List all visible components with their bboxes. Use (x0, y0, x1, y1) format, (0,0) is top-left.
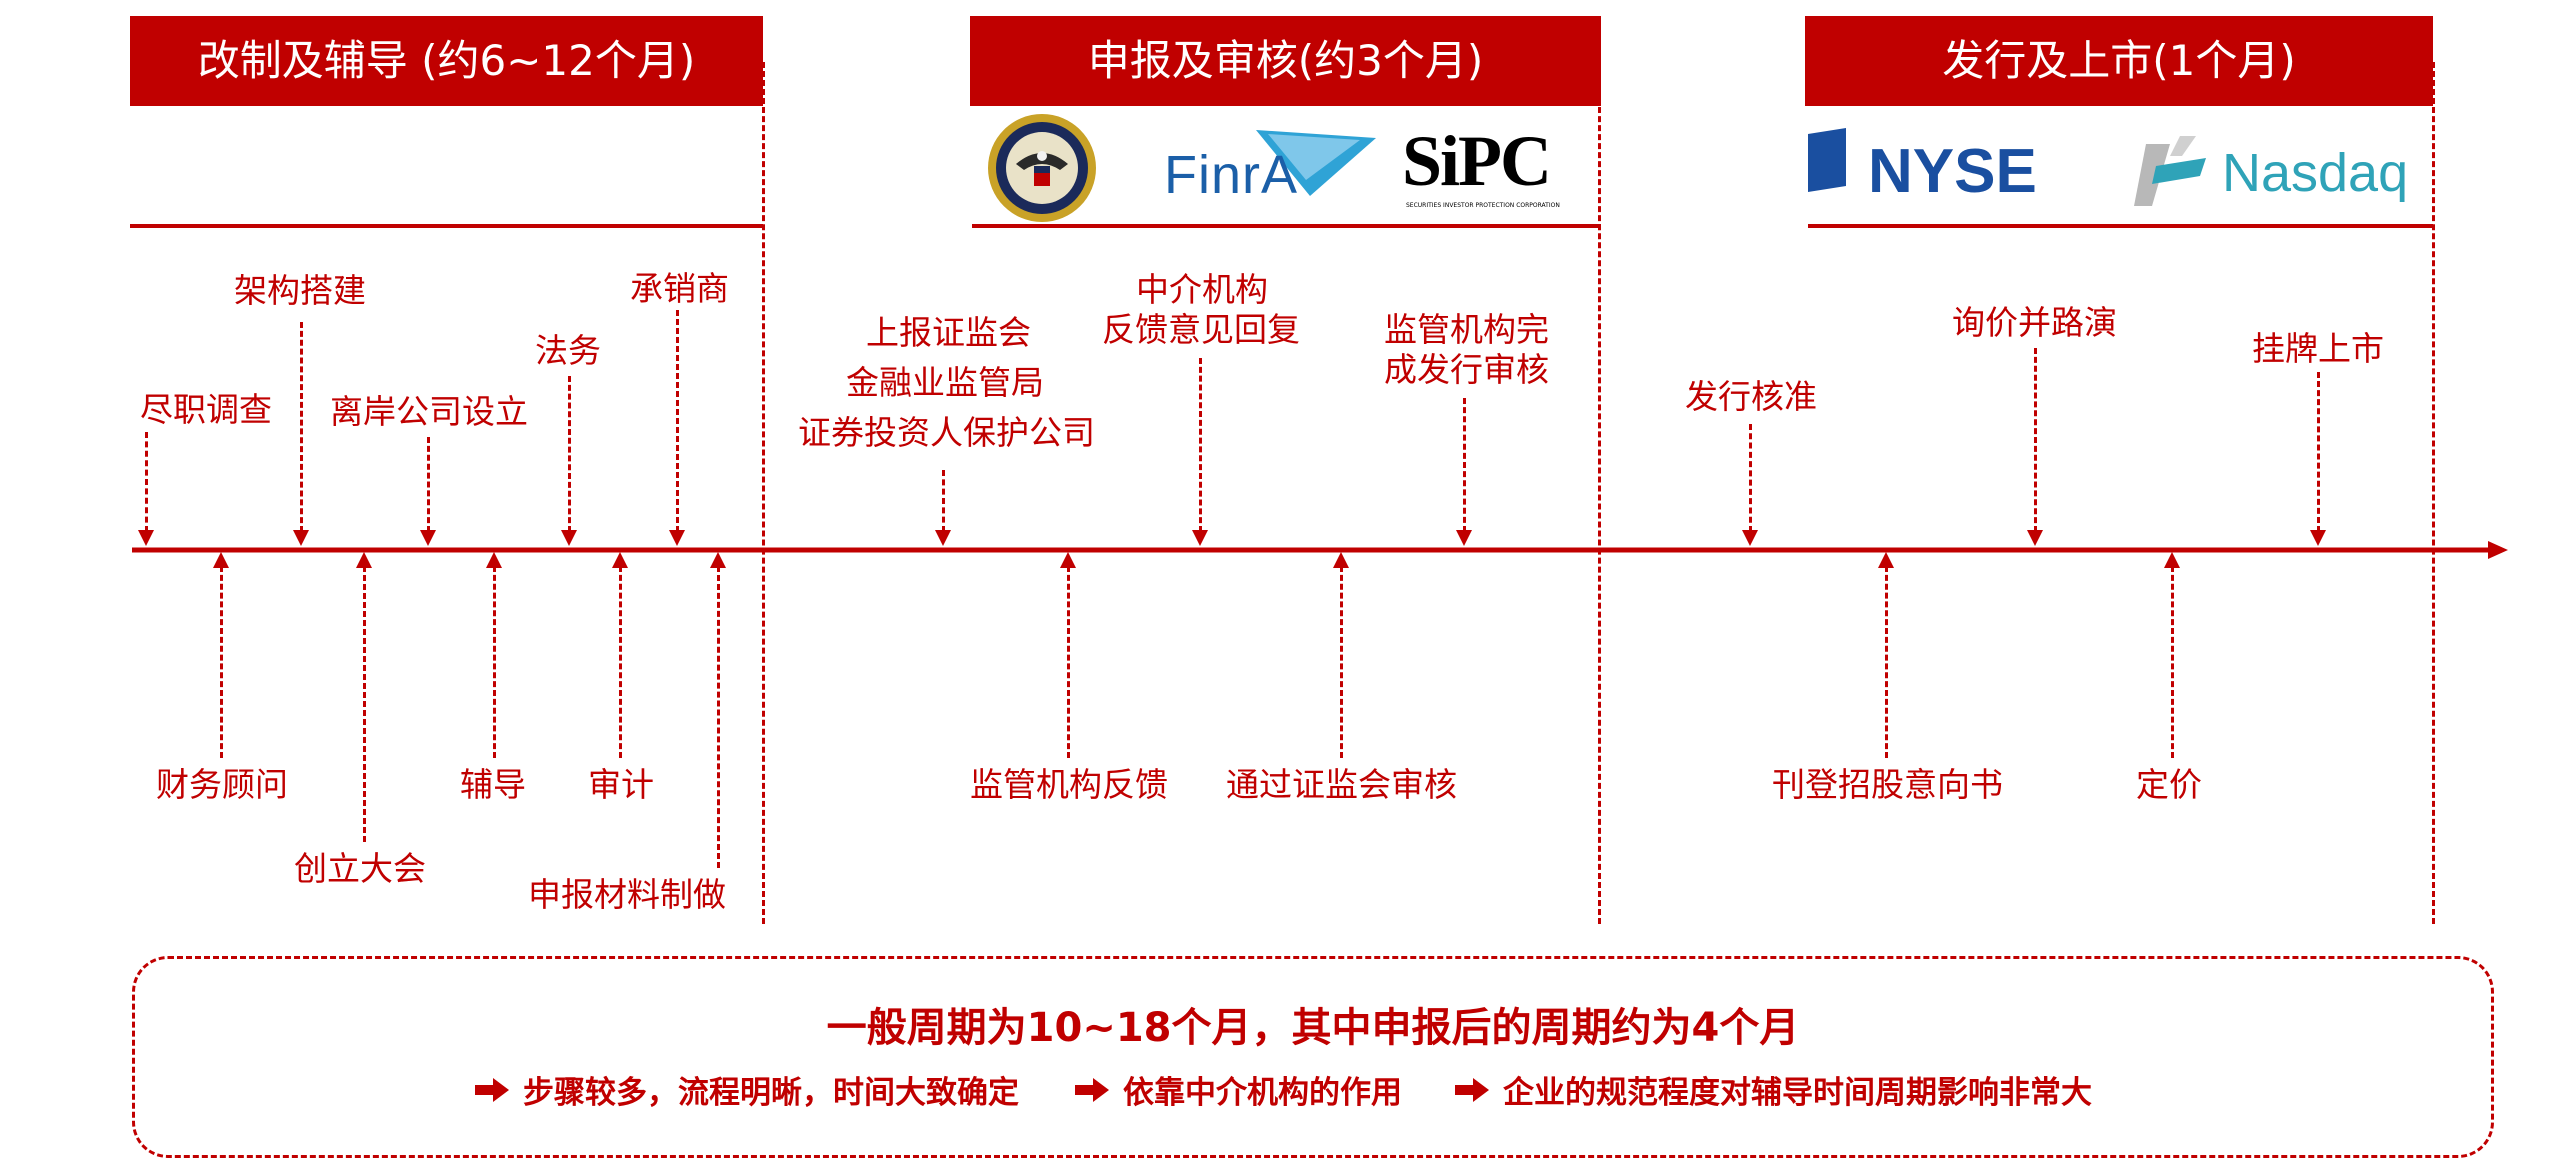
connector-issuance-review (1463, 398, 1466, 532)
event-sec-approved: 通过证监会审核 (1226, 765, 1457, 804)
connector-prospectus (1885, 566, 1888, 758)
arrow-structure-setup (293, 530, 309, 546)
arrow-due-diligence (138, 530, 154, 546)
connector-offshore-company (427, 437, 430, 532)
connector-founding-meeting (363, 566, 366, 842)
bullet-arrow-icon (475, 1077, 509, 1102)
connector-legal (568, 376, 571, 532)
connector-financial-advisor (220, 566, 223, 758)
arrow-listing (2310, 530, 2326, 546)
event-underwriter: 承销商 (630, 269, 729, 308)
summary-point-3: 企业的规范程度对辅导时间周期影响非常大 (1455, 1067, 2092, 1112)
event-issuance-approval: 发行核准 (1685, 377, 1817, 416)
summary-point-2: 依靠中介机构的作用 (1075, 1067, 1402, 1112)
phase-rule-1 (130, 224, 763, 228)
phase-header-filing-review: 申报及审核(约3个月) (970, 16, 1601, 106)
event-founding-meeting: 创立大会 (294, 849, 426, 888)
summary-point-3-text: 企业的规范程度对辅导时间周期影响非常大 (1503, 1075, 2092, 1111)
summary-point-1-text: 步骤较多，流程明晰，时间大致确定 (523, 1075, 1019, 1111)
connector-issuance-approval (1749, 424, 1752, 532)
event-regulator-complete: 监管机构完 (1384, 310, 1549, 349)
nyse-wordmark: NYSE (1868, 137, 2037, 206)
event-intermediaries: 中介机构 (1136, 270, 1268, 309)
event-sipc: 证券投资人保护公司 (798, 413, 1095, 452)
connector-structure-setup (300, 322, 303, 532)
event-issuance-review: 成发行审核 (1384, 350, 1549, 389)
event-filing-materials: 申报材料制做 (528, 875, 726, 914)
arrow-feedback-reply (1192, 530, 1208, 546)
arrow-roadshow (2027, 530, 2043, 546)
phase-separator-3 (2432, 62, 2435, 924)
nasdaq-logo-icon: Nasdaq (2130, 136, 2420, 216)
event-prospectus: 刊登招股意向书 (1772, 765, 2003, 804)
summary-main-text: 一般周期为10~18个月，其中申报后的周期约为4个月 (826, 1005, 1800, 1051)
event-feedback-reply: 反馈意见回复 (1102, 310, 1300, 349)
arrow-report-sec (935, 530, 951, 546)
finra-logo-icon: FinrA (1160, 124, 1382, 214)
arrow-legal (561, 530, 577, 546)
connector-audit (619, 566, 622, 758)
phase-separator-2 (1598, 62, 1601, 924)
arrow-financial-advisor (213, 552, 229, 568)
connector-feedback-reply (1199, 358, 1202, 532)
event-report-sec: 上报证监会 (866, 313, 1031, 352)
event-structure-setup: 架构搭建 (234, 271, 366, 310)
connector-sec-approved (1340, 566, 1343, 758)
arrow-sec-approved (1333, 552, 1349, 568)
connector-report-sec (942, 470, 945, 532)
arrow-offshore-company (420, 530, 436, 546)
nasdaq-wordmark: Nasdaq (2222, 143, 2409, 203)
arrow-pricing (2164, 552, 2180, 568)
sipc-subtitle: SECURITIES INVESTOR PROTECTION CORPORATI… (1406, 202, 1560, 209)
phase-rule-3 (1808, 224, 2433, 228)
phase-separator-1 (762, 62, 765, 924)
event-tutoring: 辅导 (460, 765, 526, 804)
phase-header-restructuring: 改制及辅导 (约6~12个月) (130, 16, 763, 106)
connector-tutoring (493, 566, 496, 758)
arrow-tutoring (486, 552, 502, 568)
connector-filing-materials (717, 566, 720, 868)
sec-seal-icon (986, 112, 1098, 224)
arrow-regulator-feedback (1060, 552, 1076, 568)
event-offshore-company: 离岸公司设立 (330, 392, 528, 431)
arrow-issuance-approval (1742, 530, 1758, 546)
summary-box: 一般周期为10~18个月，其中申报后的周期约为4个月 步骤较多，流程明晰，时间大… (132, 956, 2494, 1158)
connector-pricing (2171, 566, 2174, 758)
bullet-arrow-icon (1075, 1077, 1109, 1102)
event-regulator-feedback: 监管机构反馈 (970, 765, 1168, 804)
connector-due-diligence (145, 432, 148, 532)
timeline-axis (132, 541, 2508, 559)
bullet-arrow-icon (1455, 1077, 1489, 1102)
connector-roadshow (2034, 348, 2037, 532)
arrow-issuance-review (1456, 530, 1472, 546)
connector-underwriter (676, 310, 679, 532)
arrow-founding-meeting (356, 552, 372, 568)
sipc-wordmark: SiPC (1402, 121, 1552, 201)
finra-wordmark: FinrA (1164, 145, 1299, 205)
event-financial-advisor: 财务顾问 (156, 765, 288, 804)
event-listing: 挂牌上市 (2252, 329, 2384, 368)
event-due-diligence: 尽职调查 (140, 390, 272, 429)
event-audit: 审计 (588, 765, 654, 804)
sipc-logo-icon: SiPC SECURITIES INVESTOR PROTECTION CORP… (1402, 121, 1572, 220)
arrow-filing-materials (710, 552, 726, 568)
event-legal: 法务 (535, 331, 601, 370)
event-finra: 金融业监管局 (846, 363, 1044, 402)
summary-point-1: 步骤较多，流程明晰，时间大致确定 (475, 1067, 1019, 1112)
phase-header-issuance-listing: 发行及上市(1个月) (1805, 16, 2433, 106)
phase-rule-2 (972, 224, 1601, 228)
arrow-prospectus (1878, 552, 1894, 568)
event-pricing: 定价 (2136, 765, 2202, 804)
arrow-audit (612, 552, 628, 568)
connector-regulator-feedback (1067, 566, 1070, 758)
nyse-logo-icon: NYSE (1808, 128, 2038, 210)
connector-listing (2317, 372, 2320, 532)
event-roadshow: 询价并路演 (1952, 303, 2117, 342)
summary-point-2-text: 依靠中介机构的作用 (1123, 1075, 1402, 1111)
arrow-underwriter (669, 530, 685, 546)
